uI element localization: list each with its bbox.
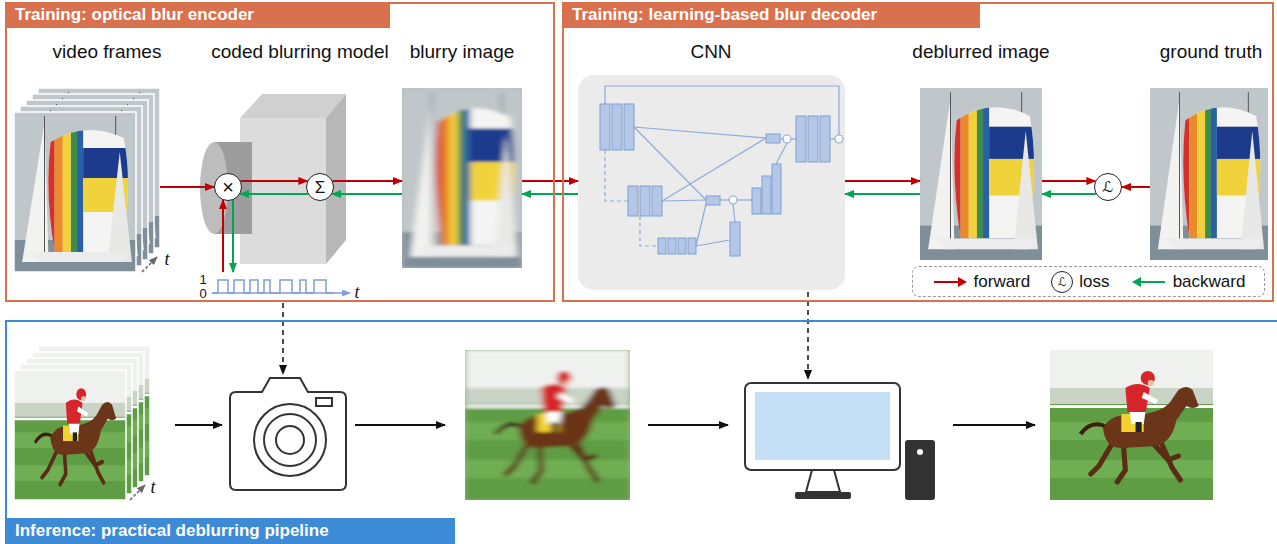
legend-arrow bbox=[932, 276, 968, 288]
forward-arrow bbox=[1122, 186, 1150, 188]
deblurred-sail-image bbox=[920, 88, 1042, 260]
video-frames-stack: video frames bbox=[14, 88, 160, 272]
image-heading: CNN bbox=[690, 41, 731, 63]
legend-label: forward bbox=[974, 272, 1031, 292]
cnn-block: CNN bbox=[578, 75, 845, 290]
forward-arrow bbox=[222, 200, 224, 272]
legend-entry: ℒloss bbox=[1051, 271, 1109, 293]
legend-box: forward ℒloss backward bbox=[912, 266, 1265, 297]
inference-frame-stack bbox=[14, 346, 150, 500]
image-heading: coded blurring model bbox=[211, 41, 388, 63]
deploy-arrows bbox=[283, 292, 808, 379]
decoder-panel: Training: learning-based blur decoderCNN… bbox=[562, 2, 1274, 302]
camera-icon bbox=[230, 378, 346, 490]
axis-label: 0 bbox=[199, 287, 206, 300]
ground-truth-image: ground truth bbox=[1150, 88, 1268, 260]
panel-title: Training: optical blur encoder bbox=[5, 2, 390, 28]
cnn-architecture-art bbox=[578, 75, 845, 290]
forward-arrow bbox=[241, 180, 308, 182]
computer-icon bbox=[745, 383, 935, 500]
loss-operator: ℒ bbox=[1094, 173, 1122, 201]
panel-title: Training: learning-based blur decoder bbox=[562, 2, 980, 28]
legend-loss-symbol: ℒ bbox=[1051, 271, 1073, 293]
image-heading: blurry image bbox=[410, 41, 515, 63]
time-axis-arrow bbox=[142, 257, 157, 272]
backward-arrow bbox=[240, 193, 308, 195]
backward-arrow bbox=[1042, 193, 1096, 195]
legend-entry: backward bbox=[1131, 272, 1246, 292]
axis-label: t bbox=[354, 283, 359, 301]
backward-arrow bbox=[845, 193, 920, 195]
multiply-operator: × bbox=[214, 173, 242, 201]
legend-arrow bbox=[1131, 276, 1167, 288]
legend-symbol: ℒ bbox=[1058, 276, 1067, 288]
forward-arrow bbox=[1042, 180, 1095, 182]
legend-label: backward bbox=[1173, 272, 1246, 292]
blurry-sail-image bbox=[402, 88, 522, 268]
operator-symbol: ℒ bbox=[1103, 180, 1114, 195]
time-axis-arrow bbox=[130, 485, 145, 500]
image-heading: ground truth bbox=[1160, 41, 1262, 63]
panel-title: Inference: practical deblurring pipeline bbox=[5, 518, 455, 544]
operator-symbol: × bbox=[222, 177, 234, 197]
forward-arrow bbox=[845, 180, 920, 182]
backward-arrow bbox=[522, 193, 578, 195]
time-label: t bbox=[150, 478, 155, 496]
pipeline-arrows bbox=[175, 424, 1035, 426]
blurry-horse-image bbox=[465, 350, 630, 500]
encoder-panel: Training: optical blur encoder video fram… bbox=[5, 2, 555, 302]
sharp-horse-image bbox=[1050, 350, 1213, 500]
deblurred-image: deblurred image bbox=[920, 88, 1042, 260]
backward-arrow bbox=[232, 200, 234, 272]
camera-model-art bbox=[200, 94, 346, 264]
video-frame-stack bbox=[14, 88, 160, 272]
backward-arrow bbox=[332, 193, 402, 195]
sum-operator: Σ bbox=[306, 173, 334, 201]
forward-arrow bbox=[160, 186, 214, 188]
image-heading: deblurred image bbox=[912, 41, 1049, 63]
legend-entry: forward bbox=[932, 272, 1031, 292]
time-label: t bbox=[164, 250, 169, 268]
ground-truth-sail-image bbox=[1150, 88, 1268, 260]
inference-panel: Inference: practical deblurring pipeline bbox=[5, 320, 1277, 544]
coded-camera-model: coded blurring model×Σ bbox=[198, 92, 345, 265]
forward-arrow bbox=[333, 180, 402, 182]
image-heading: video frames bbox=[53, 41, 162, 63]
operator-symbol: Σ bbox=[315, 179, 326, 196]
exposure-code: 10 t bbox=[196, 272, 364, 300]
axis-label: 1 bbox=[199, 273, 206, 286]
legend-label: loss bbox=[1079, 272, 1109, 292]
forward-arrow bbox=[522, 180, 578, 182]
exposure-code-waveform bbox=[212, 280, 350, 293]
blurry-image: blurry image bbox=[402, 88, 522, 268]
